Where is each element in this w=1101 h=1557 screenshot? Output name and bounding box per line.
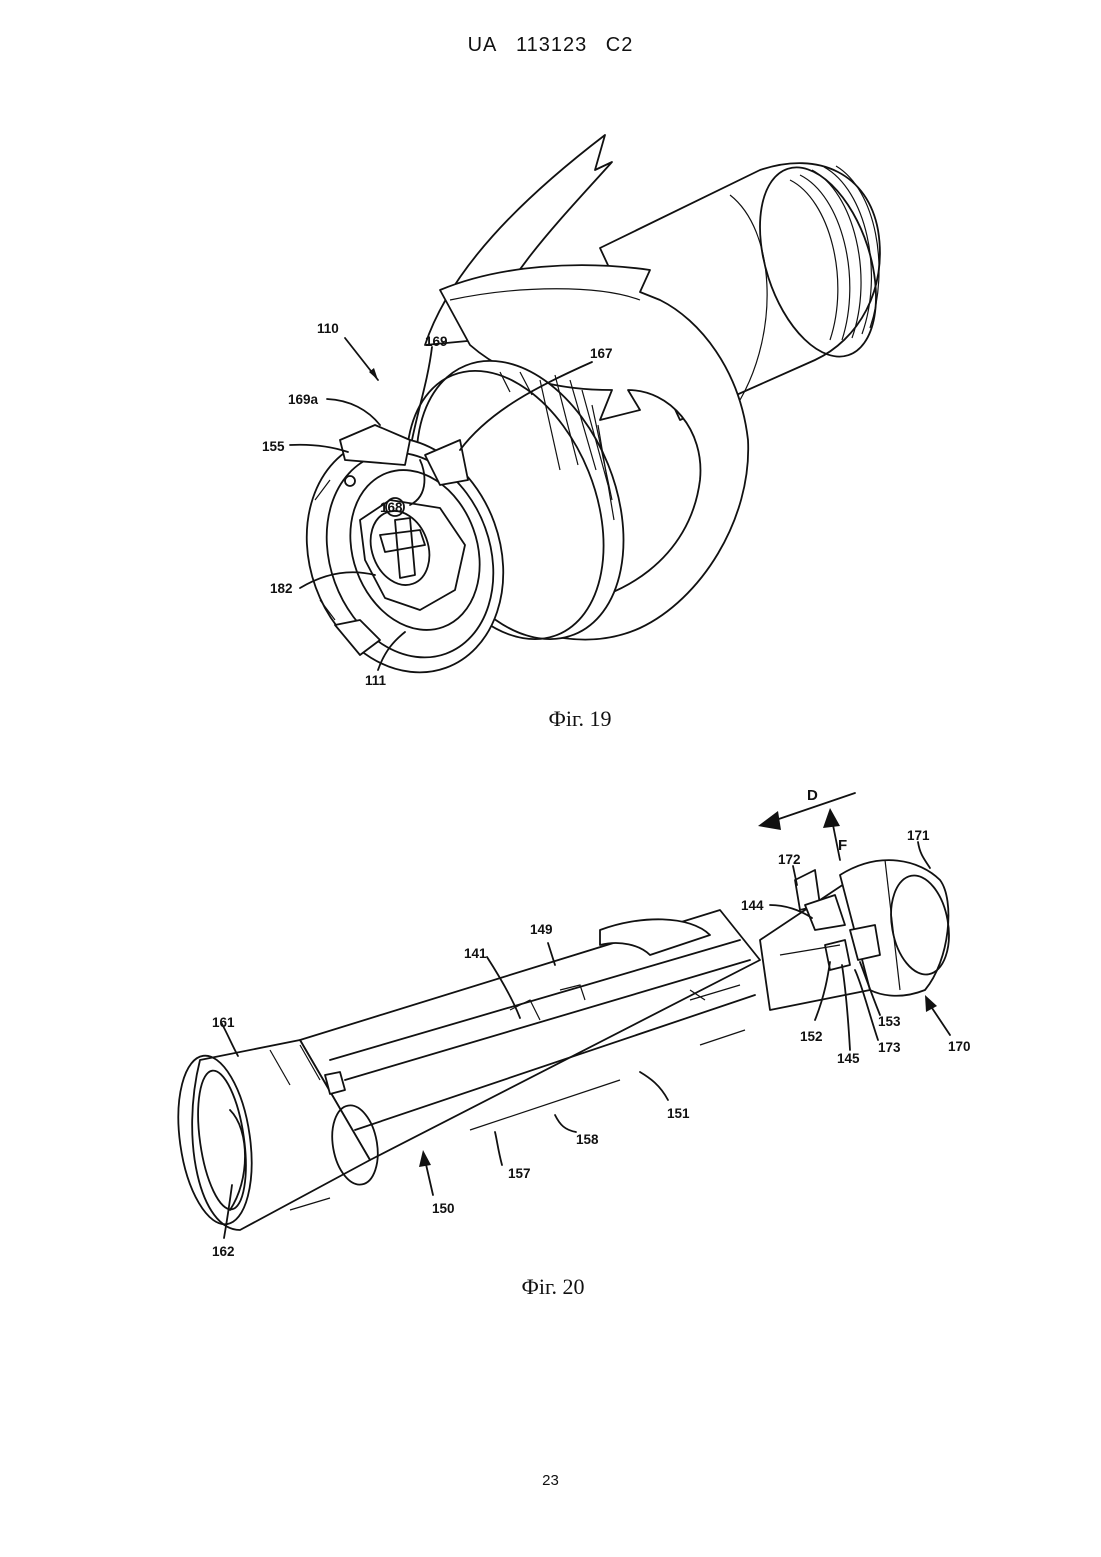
fig20-label-D: D xyxy=(807,787,818,804)
fig20-label-162: 162 xyxy=(212,1244,235,1259)
fig20-main-body xyxy=(300,910,760,1160)
fig20-rear-assembly xyxy=(760,860,956,1010)
fig20-label-144: 144 xyxy=(741,898,764,913)
fig20-label-172: 172 xyxy=(778,852,801,867)
fig20-label-141: 141 xyxy=(464,946,487,961)
figure-20-drawing: D F 171 172 144 149 141 161 152 153 145 … xyxy=(0,0,1101,1300)
fig20-label-F: F xyxy=(838,837,847,854)
figure-20-caption: Фіг. 20 xyxy=(453,1274,653,1300)
fig20-label-158: 158 xyxy=(576,1132,599,1147)
fig20-label-153: 153 xyxy=(878,1014,901,1029)
fig20-label-171: 171 xyxy=(907,828,930,843)
fig20-label-173: 173 xyxy=(878,1040,901,1055)
fig20-label-145: 145 xyxy=(837,1051,860,1066)
fig20-label-161: 161 xyxy=(212,1015,235,1030)
fig20-label-152: 152 xyxy=(800,1029,823,1044)
page-number: 23 xyxy=(0,1472,1101,1489)
fig20-label-151: 151 xyxy=(667,1106,690,1121)
fig20-label-149: 149 xyxy=(530,922,553,937)
fig20-label-157: 157 xyxy=(508,1166,531,1181)
fig20-label-150: 150 xyxy=(432,1201,455,1216)
fig20-label-170: 170 xyxy=(948,1039,971,1054)
